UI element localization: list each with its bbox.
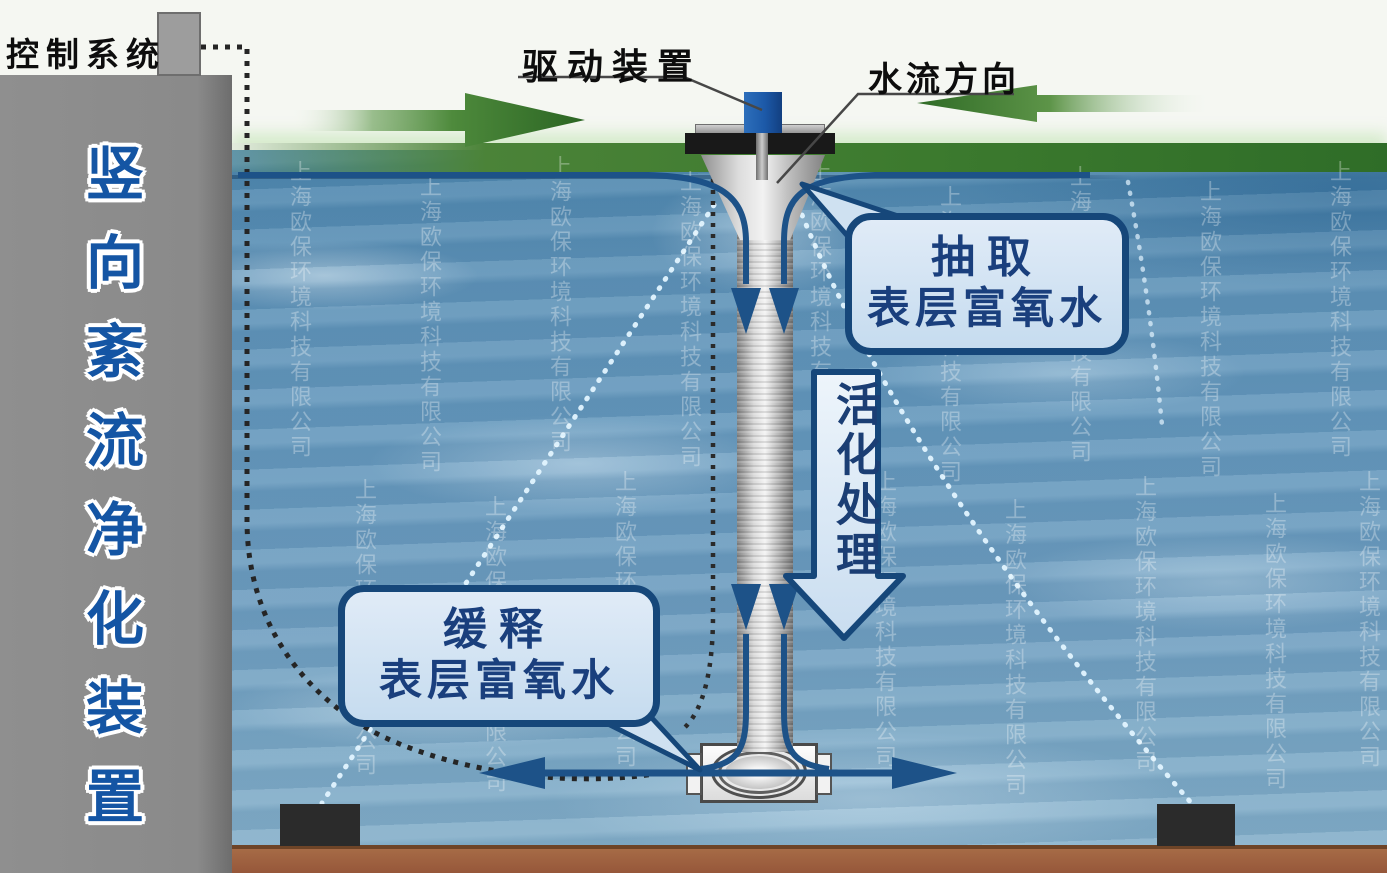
watermark-text: 上海欧保环境科技有限公司: [1132, 475, 1157, 775]
drive-unit-label: 驱动装置: [522, 46, 703, 87]
diffuser-mouth-core: [725, 756, 793, 789]
treatment-arrow-label: 活化处理: [829, 381, 880, 581]
seabed: [232, 845, 1387, 873]
watermark-text: 上海欧保环境科技有限公司: [1356, 470, 1381, 770]
flow-direction-label: 水流方向: [868, 61, 1020, 99]
control-system-box: [157, 12, 201, 76]
riser-pipe: [737, 225, 793, 752]
watermark-text: 上海欧保环境科技有限公司: [677, 170, 702, 470]
watermark-text: 上海欧保环境科技有限公司: [287, 160, 312, 460]
watermark-text: 上海欧保环境科技有限公司: [1002, 498, 1027, 798]
motor-shaft: [756, 128, 768, 180]
control-system-label: 控制系统: [6, 36, 166, 73]
watermark-text: 上海欧保环境科技有限公司: [547, 155, 572, 455]
release-callout-line1: 缓释: [443, 604, 555, 654]
flow-arrow-left-green: [290, 93, 585, 147]
watermark-text: 上海欧保环境科技有限公司: [1262, 492, 1287, 792]
extract-callout-line2: 表层富氧水: [867, 284, 1107, 333]
device-title-vertical: 竖向紊流净化装置: [77, 143, 142, 855]
diffuser-flange-left: [686, 753, 702, 795]
release-callout-line2: 表层富氧水: [379, 656, 619, 705]
shore-wall: [0, 75, 232, 873]
extract-callout-line1: 抽取: [931, 232, 1043, 282]
watermark-text: 上海欧保环境科技有限公司: [1197, 180, 1222, 480]
anchor-block-left: [280, 804, 360, 846]
release-callout: 缓释 表层富氧水: [338, 585, 660, 727]
watermark-text: 上海欧保环境科技有限公司: [1327, 160, 1352, 460]
diffuser-flange-right: [816, 753, 832, 795]
extract-callout: 抽取 表层富氧水: [845, 213, 1129, 355]
anchor-block-right: [1157, 804, 1235, 846]
watermark-text: 上海欧保环境科技有限公司: [417, 175, 442, 475]
drive-motor: [744, 92, 782, 133]
